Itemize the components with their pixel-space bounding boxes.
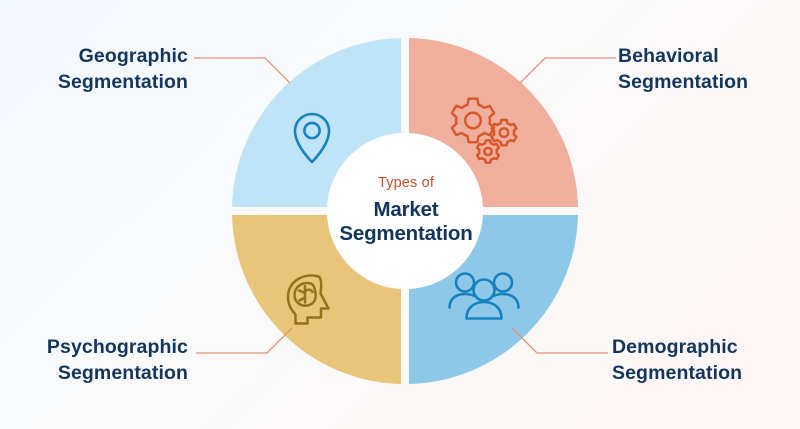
donut-chart (232, 38, 578, 384)
center-title: Market Segmentation (339, 197, 473, 245)
center-eyebrow: Types of (377, 175, 434, 191)
center-hub-text: Types of Market Segmentation (320, 176, 492, 246)
label-geographic[interactable]: Geographic Segmentation (57, 45, 188, 93)
people-group-icon (448, 272, 520, 320)
connector-demographic (511, 327, 608, 354)
segment-geographic[interactable] (232, 38, 401, 207)
center-hub (327, 133, 483, 289)
label-psychographic[interactable]: Psychographic Segmentation (46, 336, 188, 384)
gears-icon (450, 97, 518, 164)
connector-behavioral (519, 57, 616, 84)
segment-behavioral[interactable] (409, 38, 578, 207)
connector-psychographic (196, 327, 293, 354)
connector-lines (194, 57, 616, 354)
label-demographic[interactable]: Demographic Segmentation (612, 336, 743, 384)
segment-psychographic[interactable] (232, 215, 401, 384)
location-pin-icon (293, 112, 331, 164)
segment-demographic[interactable] (409, 215, 578, 384)
label-behavioral[interactable]: Behavioral Segmentation (618, 45, 749, 93)
head-brain-icon (286, 274, 330, 325)
connector-geographic (194, 57, 291, 84)
